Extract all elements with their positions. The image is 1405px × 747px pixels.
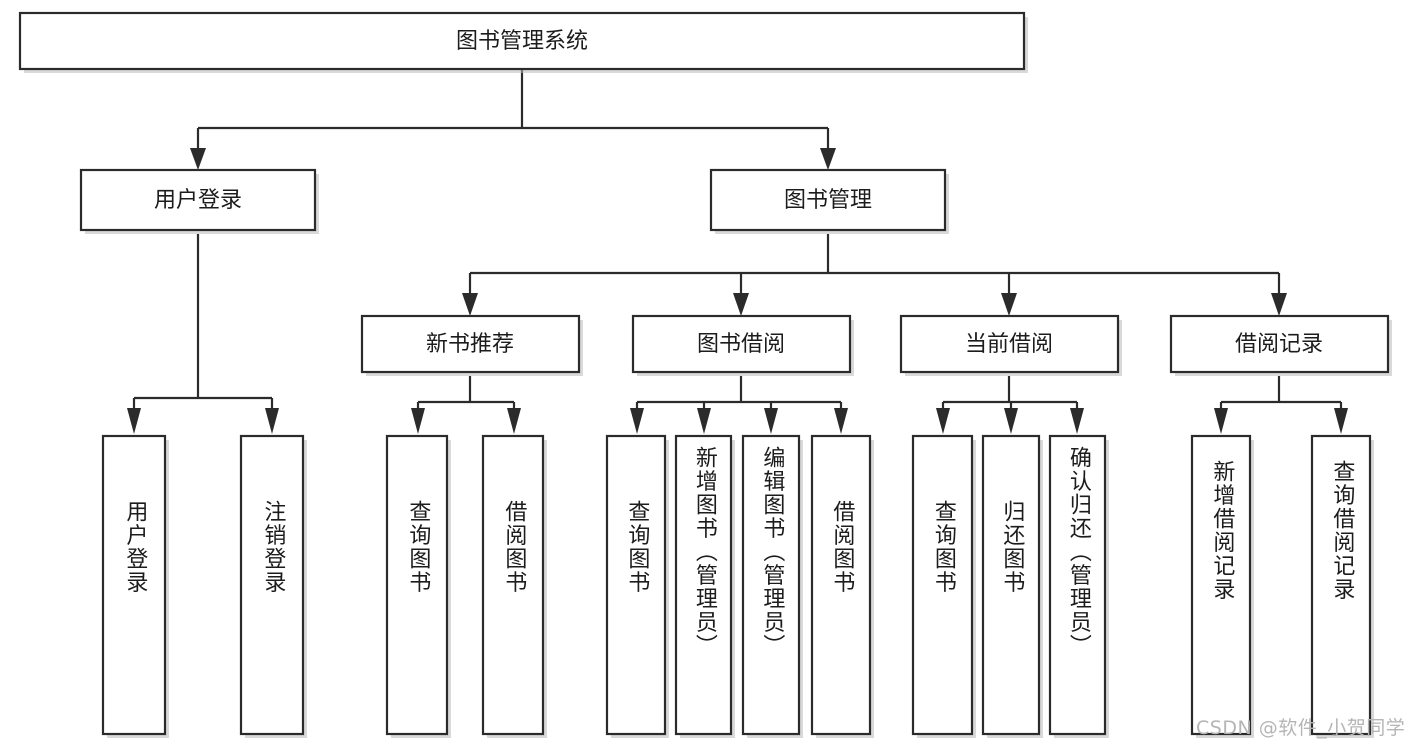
book-manage-label: 图书管理 <box>784 188 872 213</box>
leaf-label-wrap: 新增图书（管理员） <box>676 446 731 736</box>
leaf-label-borrow-record-2: 查询借阅记录 <box>1329 460 1355 601</box>
leaf-label-new-book-1: 查询图书 <box>405 500 431 594</box>
watermark: CSDN @软件_小贺同学 <box>1196 717 1405 739</box>
root-label: 图书管理系统 <box>456 29 588 54</box>
arrow-user-login <box>190 148 206 170</box>
arrow-leaf-user-login-2 <box>265 408 279 434</box>
book-borrow-box[interactable] <box>631 314 852 374</box>
leaf-box-book-borrow-1[interactable] <box>605 434 667 736</box>
leaf-label-wrap: 编辑图书（管理员） <box>743 446 799 736</box>
leaf-label-wrap: 查询图书 <box>387 500 447 740</box>
leaf-label-wrap: 归还图书 <box>983 500 1039 740</box>
leaf-box-user-login-1[interactable] <box>101 434 167 736</box>
leaf-box-borrow-record-1[interactable] <box>1190 434 1252 736</box>
arrow-new-book <box>462 293 478 316</box>
leaf-box-current-borrow-2[interactable] <box>981 434 1041 736</box>
leaf-box-book-borrow-2[interactable] <box>674 434 733 736</box>
leaf-box-new-book-2[interactable] <box>481 434 545 736</box>
arrow-leaf-borrow-record-1 <box>1214 408 1228 434</box>
arrow-borrow-record <box>1271 293 1287 316</box>
new-book-label: 新书推荐 <box>426 332 514 357</box>
book-manage-box[interactable] <box>709 168 947 232</box>
nodes-group: 图书管理系统 用户登录 图书管理 新书推荐 图书借阅 当前借阅 借阅记录 <box>18 11 1392 738</box>
leaf-label-current-borrow-2: 归还图书 <box>999 500 1025 594</box>
borrow-record-box[interactable] <box>1169 314 1390 374</box>
leaf-label-book-borrow-4: 借阅图书 <box>829 500 855 594</box>
arrow-leaf-borrow-record-2 <box>1334 408 1348 434</box>
arrow-leaf-book-borrow-2 <box>697 408 711 434</box>
leaf-label-book-borrow-2: 新增图书（管理员） <box>691 446 717 658</box>
user-login-box[interactable] <box>79 168 317 232</box>
leaf-label-book-borrow-3: 编辑图书（管理员） <box>759 446 785 658</box>
leaf-box-current-borrow-3[interactable] <box>1048 434 1107 736</box>
connectors-group <box>127 70 1348 434</box>
arrow-book-manage <box>820 148 836 170</box>
leaf-label-user-login-2: 注销登录 <box>260 500 286 594</box>
leaf-label-wrap: 查询借阅记录 <box>1312 460 1370 735</box>
arrow-current-borrow <box>1001 293 1017 316</box>
arrow-leaf-user-login-1 <box>127 408 141 434</box>
leaf-label-book-borrow-1: 查询图书 <box>624 500 650 594</box>
arrow-leaf-current-borrow-2 <box>1004 408 1018 434</box>
leaf-label-borrow-record-1: 新增借阅记录 <box>1209 460 1235 601</box>
leaf-label-wrap: 新增借阅记录 <box>1192 460 1250 735</box>
current-borrow-box[interactable] <box>899 314 1120 374</box>
arrow-leaf-new-book-1 <box>411 408 425 434</box>
leaf-label-current-borrow-1: 查询图书 <box>930 500 956 594</box>
arrow-leaf-new-book-2 <box>507 408 521 434</box>
leaf-label-wrap: 用户登录 <box>103 500 165 740</box>
leaf-label-wrap: 确认归还（管理员） <box>1050 446 1105 736</box>
current-borrow-label: 当前借阅 <box>965 332 1053 357</box>
leaf-label-wrap: 查询图书 <box>913 500 972 740</box>
leaf-box-book-borrow-3[interactable] <box>741 434 801 736</box>
arrow-leaf-book-borrow-1 <box>630 408 644 434</box>
leaf-label-user-login-1: 用户登录 <box>122 500 148 594</box>
leaf-box-book-borrow-4[interactable] <box>810 434 872 736</box>
leaf-box-new-book-1[interactable] <box>385 434 449 736</box>
user-login-label: 用户登录 <box>154 188 242 213</box>
leaf-box-borrow-record-2[interactable] <box>1310 434 1372 736</box>
root-box[interactable] <box>18 11 1026 71</box>
leaf-label-wrap: 借阅图书 <box>812 500 870 740</box>
leaf-label-wrap: 查询图书 <box>607 500 665 740</box>
arrow-leaf-current-borrow-1 <box>936 408 950 434</box>
new-book-box[interactable] <box>360 314 581 374</box>
leaf-label-wrap: 注销登录 <box>241 500 303 740</box>
book-borrow-label: 图书借阅 <box>697 332 785 357</box>
leaf-label-wrap: 借阅图书 <box>483 500 543 740</box>
arrow-leaf-current-borrow-3 <box>1070 408 1084 434</box>
leaf-label-new-book-2: 借阅图书 <box>501 500 527 594</box>
leaf-box-user-login-2[interactable] <box>239 434 305 736</box>
leaf-label-current-borrow-3: 确认归还（管理员） <box>1065 446 1091 658</box>
arrow-book-borrow <box>733 293 749 316</box>
borrow-record-label: 借阅记录 <box>1235 332 1323 357</box>
arrow-leaf-book-borrow-4 <box>834 408 848 434</box>
arrow-leaf-book-borrow-3 <box>764 408 778 434</box>
leaf-box-current-borrow-1[interactable] <box>911 434 974 736</box>
